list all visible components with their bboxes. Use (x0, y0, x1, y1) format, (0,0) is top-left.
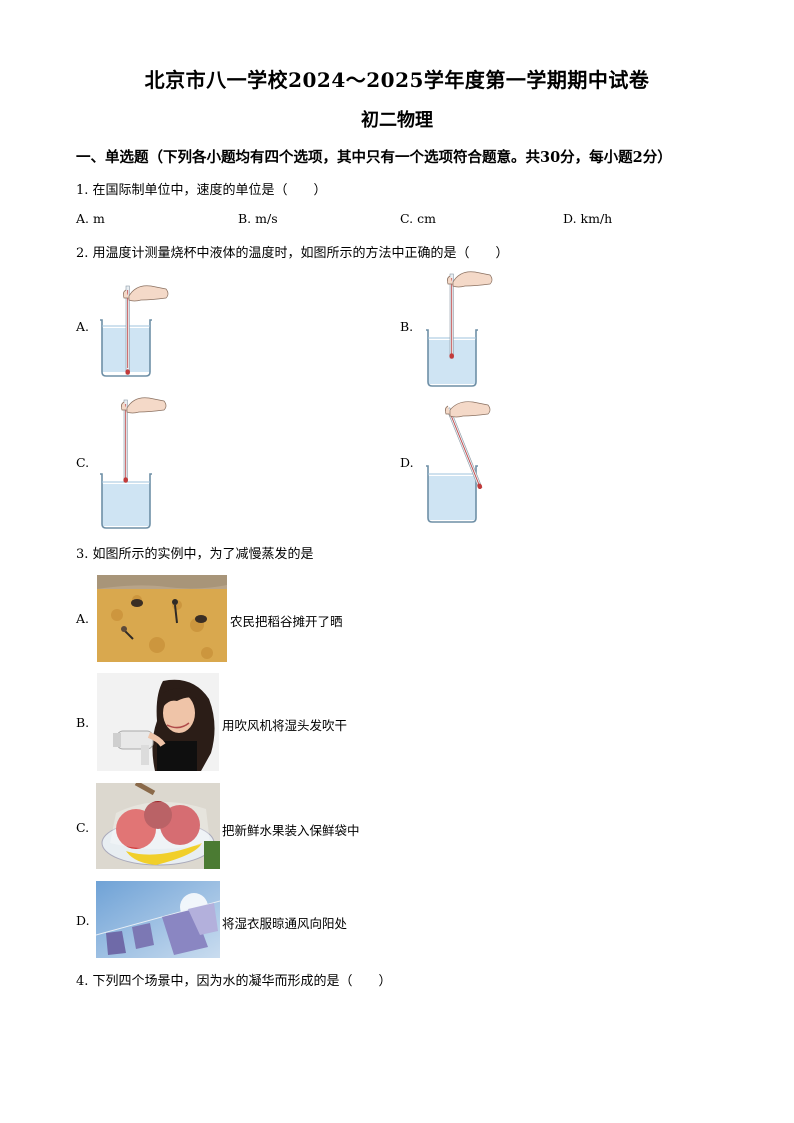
option-letter: D. (563, 211, 577, 226)
q2-option-c-figure (96, 392, 176, 532)
q3-option-a-letter: A. (76, 611, 90, 626)
q2-option-b-figure (420, 264, 500, 390)
q3-option-c-photo (96, 783, 220, 869)
section-heading: 一、单选题（下列各小题均有四个选项，其中只有一个选项符合题意。共30分，每小题2… (76, 149, 672, 166)
q3-option-a-photo (97, 575, 227, 662)
q2-option-d-figure (420, 398, 500, 528)
q2-option-b-letter: B. (400, 319, 414, 334)
q1-option-c: C. cm (400, 211, 436, 226)
question-4-stem: 4. 下列四个场景中，因为水的凝华而形成的是（ ） (76, 974, 392, 989)
q2-option-a-letter: A. (76, 319, 90, 334)
question-3-stem: 3. 如图所示的实例中，为了减慢蒸发的是 (76, 547, 314, 562)
q3-option-c-letter: C. (76, 820, 90, 835)
option-letter: B. (238, 211, 252, 226)
q3-option-d-photo (96, 881, 220, 958)
q2-option-c-letter: C. (76, 455, 90, 470)
question-2-stem: 2. 用温度计测量烧杯中液体的温度时，如图所示的方法中正确的是（ ） (76, 246, 509, 261)
q2-option-a-figure (96, 276, 176, 380)
q3-option-d-letter: D. (76, 913, 90, 928)
q3-option-b-letter: B. (76, 715, 90, 730)
page-subtitle: 初二物理 (361, 110, 433, 131)
option-letter: C. (400, 211, 414, 226)
q3-option-d-text: 将湿衣服晾通风向阳处 (222, 916, 348, 931)
q1-option-a: A. m (76, 211, 105, 226)
question-1-stem: 1. 在国际制单位中，速度的单位是（ ） (76, 183, 327, 198)
q3-option-b-text: 用吹风机将湿头发吹干 (222, 718, 348, 733)
option-letter: A. (76, 211, 90, 226)
option-text: m (93, 211, 105, 226)
q3-option-a-text: 农民把稻谷摊开了晒 (230, 614, 343, 629)
q2-option-d-letter: D. (400, 455, 414, 470)
q3-option-c-text: 把新鲜水果装入保鲜袋中 (222, 823, 360, 838)
q1-option-d: D. km/h (563, 211, 612, 226)
q3-option-b-photo (97, 673, 219, 771)
page-title: 北京市八一学校2024～2025学年度第一学期期中试卷 (144, 68, 650, 92)
option-text: m/s (255, 211, 278, 226)
option-text: km/h (580, 211, 613, 226)
q1-option-b: B. m/s (238, 211, 278, 226)
option-text: cm (417, 211, 436, 226)
